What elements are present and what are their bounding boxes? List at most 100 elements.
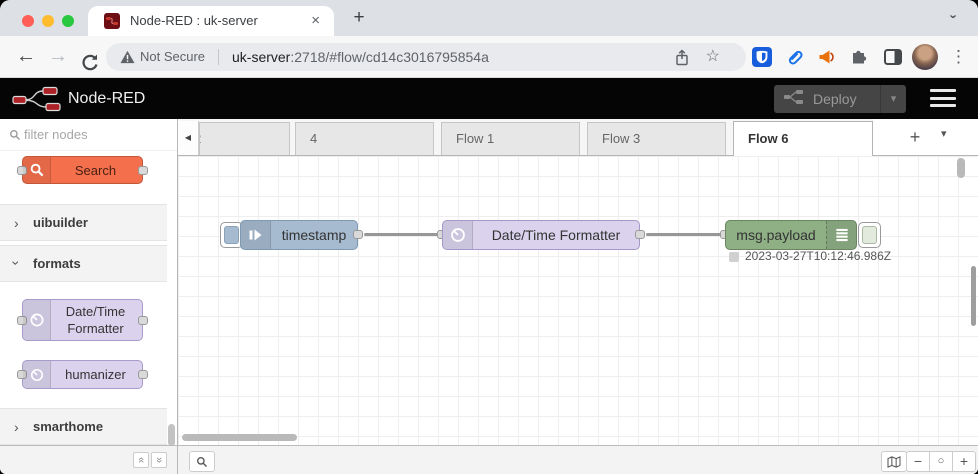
node-input-port[interactable] (17, 166, 27, 175)
flow-tab-4[interactable]: 4 (295, 122, 434, 155)
flow-canvas[interactable]: timestamp Date/Time Formatter msg.payloa… (178, 156, 978, 445)
canvas-vertical-scrollbar[interactable] (957, 158, 965, 178)
tab-scroll-left-button[interactable]: ◀ (178, 121, 199, 155)
node-red-logo-icon (12, 85, 62, 118)
formatter-output-port[interactable] (635, 230, 645, 239)
debug-node-msg-payload[interactable]: msg.payload (725, 220, 857, 250)
filter-nodes-input[interactable] (24, 121, 164, 147)
flow-tab-controls: + ▾ (873, 119, 978, 155)
security-label[interactable]: Not Secure (140, 49, 206, 64)
extensions-puzzle-icon[interactable] (850, 48, 868, 71)
url-host: uk-server (232, 49, 291, 65)
flow-list-chevron-icon[interactable]: ▾ (941, 128, 947, 140)
timer-node-icon (23, 361, 51, 388)
inject-icon (241, 221, 271, 249)
flow-tab-2[interactable]: 2 (199, 122, 290, 155)
debug-status-indicator (729, 252, 739, 262)
window-scrollbar[interactable] (971, 266, 976, 326)
bookmark-star-icon[interactable]: ☆ (705, 48, 720, 65)
traffic-zoom-button[interactable] (62, 15, 74, 27)
category-label: formats (33, 256, 81, 271)
node-output-port[interactable] (138, 316, 148, 325)
node-red-header: Node-RED Deploy ▾ (0, 78, 978, 119)
zoom-in-button[interactable]: + (952, 451, 976, 472)
node-palette: Search › uibuilder › formats Date/Time F… (0, 119, 178, 446)
browser-tab[interactable]: Node-RED : uk-server × (88, 6, 334, 36)
reload-button[interactable] (76, 47, 104, 71)
deploy-options-chevron-icon[interactable]: ▾ (880, 85, 906, 113)
category-label: smarthome (33, 419, 104, 434)
canvas-horizontal-scrollbar[interactable] (182, 434, 297, 441)
node-red-favicon (104, 13, 120, 29)
palette-category-uibuilder[interactable]: › uibuilder (0, 204, 167, 241)
add-flow-button[interactable]: + (909, 127, 921, 147)
palette-filter-row (0, 119, 177, 151)
search-node-icon (23, 157, 51, 183)
address-bar[interactable]: Not Secure uk-server:2718/#flow/cd14c301… (106, 43, 746, 71)
debug-list-icon (826, 221, 856, 249)
palette-node-search[interactable]: Search (17, 156, 148, 184)
back-button[interactable]: ← (16, 45, 36, 67)
app-title: Node-RED (68, 90, 146, 107)
navigator-map-button[interactable] (881, 451, 907, 472)
url-text[interactable]: uk-server:2718/#flow/cd14c3016795854a (232, 43, 489, 71)
palette-node-label: humanizer (65, 367, 126, 382)
inject-node-timestamp[interactable]: timestamp (240, 220, 358, 250)
tab-close-icon[interactable]: × (311, 12, 320, 29)
palette-node-label: Search (74, 162, 117, 178)
flow-tab-flow-1[interactable]: Flow 1 (441, 122, 580, 155)
workspace-search-button[interactable] (189, 451, 215, 472)
palette-node-datetime-formatter[interactable]: Date/Time Formatter (17, 299, 148, 341)
expand-all-categories-button[interactable]: » (151, 452, 167, 468)
bitwarden-extension-icon[interactable] (752, 47, 772, 67)
palette-node-humanizer[interactable]: humanizer (17, 360, 148, 389)
chevron-down-icon: › (8, 260, 25, 266)
flow-tab-flow-6-active[interactable]: Flow 6 (733, 121, 873, 156)
palette-footer: « » (0, 445, 178, 474)
sidebar-toggle-icon[interactable] (884, 49, 902, 70)
new-tab-button[interactable]: + (353, 7, 365, 28)
profile-avatar[interactable] (912, 44, 938, 70)
forward-button[interactable]: → (48, 45, 68, 67)
debug-status-text: 2023-03-27T10:12:46.986Z (745, 249, 892, 263)
wire-inject-to-formatter[interactable] (364, 233, 444, 236)
palette-scrollbar[interactable] (168, 424, 175, 446)
traffic-close-button[interactable] (22, 15, 34, 27)
palette-node-label-line2: Formatter (67, 321, 124, 336)
omnibox-divider (218, 49, 219, 65)
datetime-formatter-node[interactable]: Date/Time Formatter (442, 220, 640, 250)
collapse-all-categories-button[interactable]: « (133, 452, 149, 468)
timer-node-icon (23, 300, 51, 340)
palette-category-smarthome[interactable]: › smarthome (0, 408, 167, 445)
zoom-reset-button[interactable]: ○ (929, 451, 953, 472)
zoom-out-button[interactable]: − (906, 451, 930, 472)
node-input-port[interactable] (17, 316, 27, 325)
inject-output-port[interactable] (353, 230, 363, 239)
node-label: Date/Time Formatter (491, 227, 621, 243)
browser-tab-strip: Node-RED : uk-server × + › (0, 0, 978, 36)
palette-category-formats[interactable]: › formats (0, 245, 167, 282)
share-icon[interactable] (674, 49, 690, 71)
deploy-icon (783, 89, 805, 110)
debug-enable-toggle-button[interactable] (858, 222, 881, 248)
node-label: timestamp (281, 227, 347, 243)
tab-search-chevron-icon[interactable]: › (946, 14, 962, 19)
link-extension-icon[interactable] (786, 48, 804, 71)
chevron-right-icon: › (14, 215, 19, 231)
deploy-button[interactable]: Deploy ▾ (774, 85, 906, 113)
megaphone-extension-icon[interactable] (818, 48, 836, 71)
wire-formatter-to-debug[interactable] (646, 233, 727, 236)
main-menu-icon[interactable] (930, 89, 956, 108)
flow-tab-bar: ◀ 2 4 Flow 1 Flow 3 Flow 6 + ▾ (178, 119, 978, 156)
node-output-port[interactable] (138, 370, 148, 379)
not-secure-warning-icon (120, 50, 135, 69)
node-input-port[interactable] (17, 370, 27, 379)
node-output-port[interactable] (138, 166, 148, 175)
traffic-minimize-button[interactable] (42, 15, 54, 27)
palette-node-label-line1: Date/Time (65, 304, 126, 319)
browser-tab-title: Node-RED : uk-server (130, 13, 258, 28)
deploy-label: Deploy (813, 91, 857, 107)
flow-tab-flow-3[interactable]: Flow 3 (587, 122, 726, 155)
browser-menu-icon[interactable]: ⋮ (950, 47, 967, 66)
